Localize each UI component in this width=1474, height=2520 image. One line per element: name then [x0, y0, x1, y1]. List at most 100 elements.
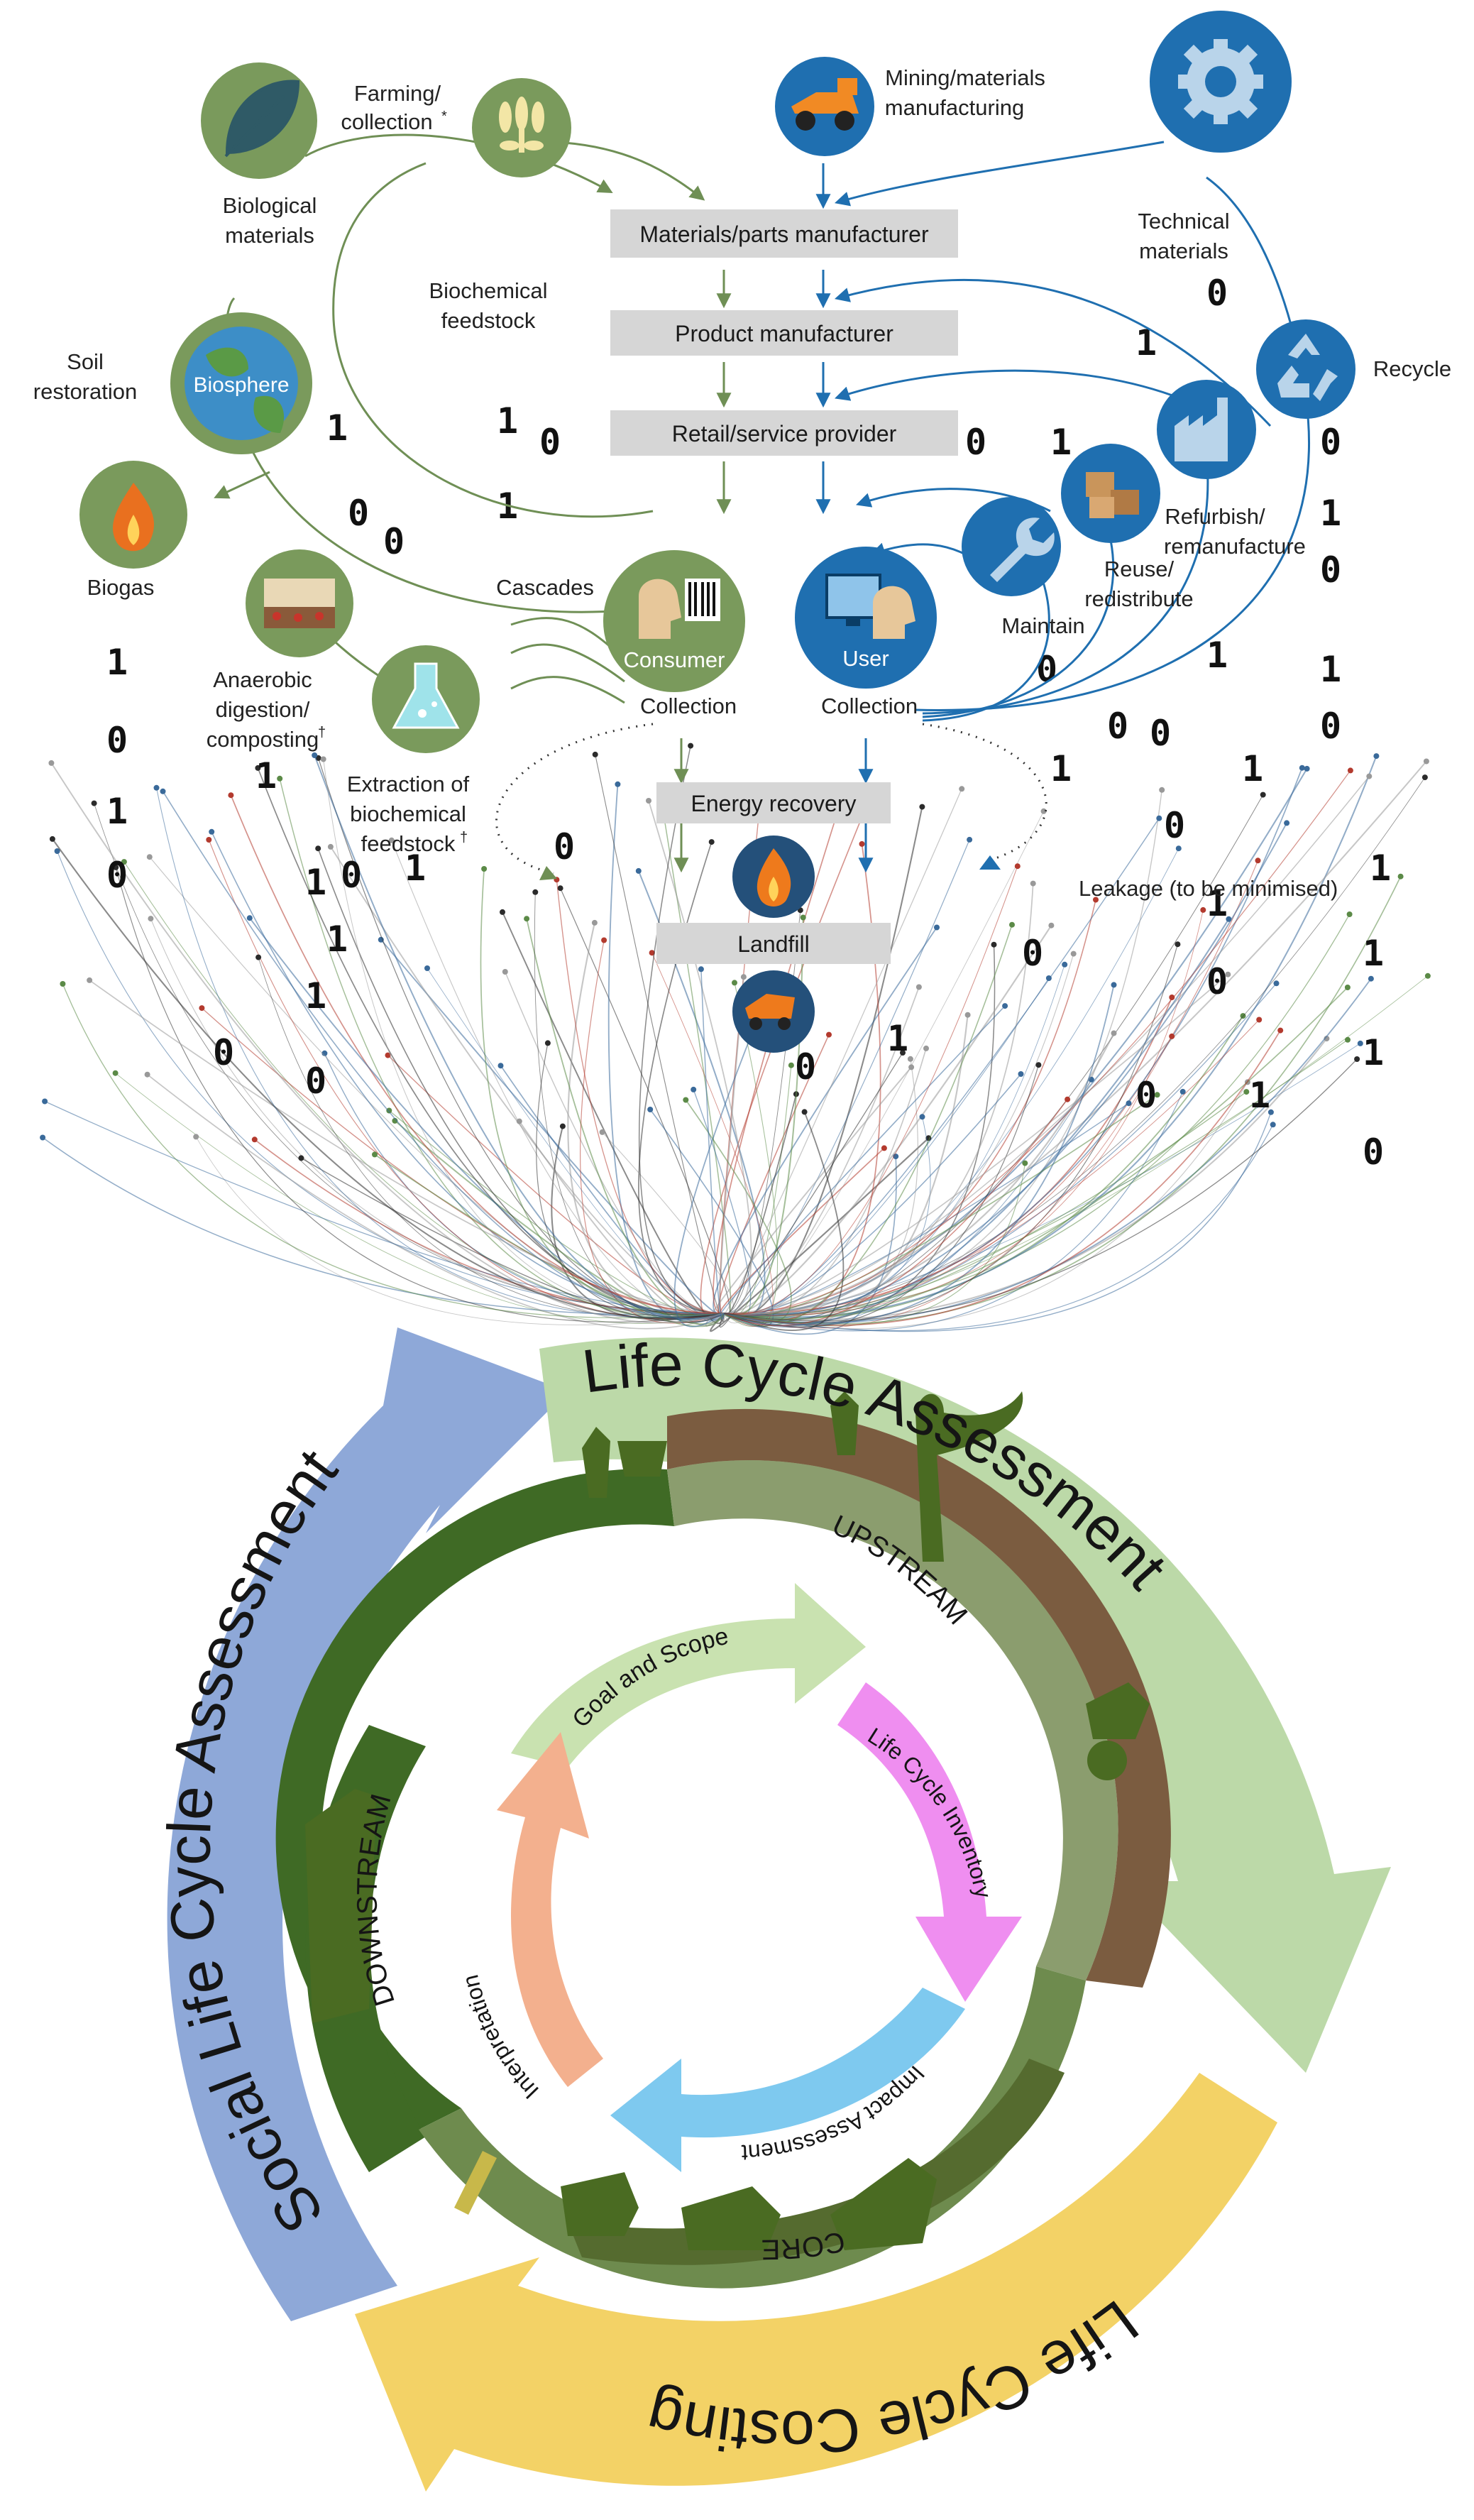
fan-line	[638, 841, 725, 1314]
fan-node	[246, 915, 253, 921]
node-labels: Farming/ collection * Biological materia…	[33, 65, 1451, 901]
fan-node	[698, 966, 704, 973]
harvester-icon	[830, 2158, 937, 2250]
maintain-label: Maintain	[1001, 613, 1084, 638]
fan-node	[1002, 1003, 1008, 1009]
fan-line	[663, 816, 732, 1317]
anaerobic-label-3: composting	[207, 727, 319, 752]
tractor-icon	[1086, 1682, 1150, 1739]
fan-node	[320, 756, 326, 762]
fan-line	[330, 846, 725, 1315]
fan-node	[112, 1070, 119, 1076]
fan-node	[1175, 845, 1182, 852]
gear-icon	[1178, 39, 1263, 124]
binary-digit: 1	[887, 1018, 908, 1059]
fan-node	[255, 954, 262, 960]
fan-node	[315, 845, 321, 852]
goal-scope-arrow	[511, 1583, 866, 1768]
fan-line	[723, 1099, 1068, 1327]
fan-node	[40, 1134, 46, 1141]
fan-node	[1062, 961, 1068, 968]
fan-node	[255, 765, 261, 771]
wheat-fish-icon	[499, 97, 544, 153]
fan-line	[723, 1091, 1184, 1332]
fan-line	[723, 860, 1258, 1317]
fan-line	[723, 982, 779, 1327]
fan-line	[502, 911, 725, 1325]
fan-node	[1345, 1036, 1351, 1043]
fan-node	[881, 1145, 887, 1151]
energy-recovery-box	[656, 782, 891, 823]
fan-node	[601, 937, 607, 943]
fan-line	[723, 985, 1115, 1325]
binary-digit: 0	[1135, 1075, 1157, 1116]
fan-node	[1045, 975, 1052, 981]
fan-node	[1347, 767, 1353, 774]
dump-truck-icon	[745, 994, 795, 1030]
fan-node	[592, 751, 598, 757]
globe-icon	[206, 347, 285, 433]
fan-line	[162, 791, 725, 1320]
biological-label-2: materials	[225, 223, 314, 248]
fan-line	[115, 1073, 725, 1324]
fan-node	[591, 919, 598, 926]
fan-node	[372, 1151, 378, 1158]
extraction-label-1: Extraction of	[347, 772, 470, 796]
technical-nodes: User	[732, 11, 1355, 1053]
fan-node	[647, 1107, 654, 1112]
fan-node	[934, 924, 940, 931]
fan-node	[1267, 1109, 1274, 1115]
fan-node	[502, 969, 508, 975]
wrench-icon	[990, 517, 1055, 582]
technical-materials-node	[1150, 11, 1292, 153]
fan-line	[536, 1043, 725, 1317]
fan-node	[1243, 1089, 1250, 1095]
fan-node	[42, 1098, 48, 1105]
fan-line	[556, 880, 725, 1314]
binary-digit: 1	[1320, 493, 1341, 534]
fan-line	[723, 822, 1287, 1317]
fan-node	[1022, 1160, 1028, 1166]
extraction-node	[372, 645, 480, 753]
fan-node	[1277, 1027, 1284, 1034]
fan-node	[1366, 773, 1373, 779]
fan-line	[380, 939, 725, 1317]
slca-arrow	[167, 1327, 568, 2321]
fan-node	[153, 784, 160, 791]
fan-line	[317, 848, 725, 1317]
fan-line	[723, 777, 1426, 1315]
downstream-segment	[275, 1469, 674, 2130]
fan-node	[544, 1040, 551, 1046]
binary-digit: 0	[1036, 649, 1057, 690]
binary-digit: 0	[1363, 1132, 1384, 1173]
fan-node	[277, 775, 283, 782]
fan-node	[1273, 980, 1280, 987]
maintain-node	[962, 497, 1061, 596]
cascades-label: Cascades	[496, 575, 594, 600]
fan-node	[1111, 982, 1117, 988]
binary-digit: 1	[305, 862, 326, 903]
materials-manufacturer-box	[610, 209, 958, 258]
fan-node	[801, 1109, 808, 1115]
biochemical-label-2: feedstock	[441, 308, 536, 333]
compost-icon	[264, 579, 335, 628]
impact-arrow	[610, 1988, 965, 2172]
fan-node	[919, 804, 925, 810]
biological-materials-node	[201, 62, 317, 179]
biosphere-label: Biosphere	[193, 373, 289, 397]
mining-node	[775, 57, 874, 156]
fan-node	[1111, 1030, 1117, 1036]
binary-digit: 1	[255, 755, 277, 796]
fan-node	[60, 981, 66, 987]
cart-icon	[617, 1441, 667, 1477]
anaerobic-label-1: Anaerobic	[213, 667, 312, 692]
energy-recovery-label: Energy recovery	[691, 791, 857, 816]
inventory-arrow	[837, 1682, 1022, 2002]
fan-line	[723, 987, 920, 1314]
soil-label-1: Soil	[67, 349, 104, 374]
fan-line	[723, 974, 1228, 1316]
fan-line	[230, 794, 725, 1314]
collection-tech-label: Collection	[821, 694, 918, 718]
binary-digit: 1	[305, 975, 326, 1017]
binary-digit: 0	[1206, 273, 1228, 314]
